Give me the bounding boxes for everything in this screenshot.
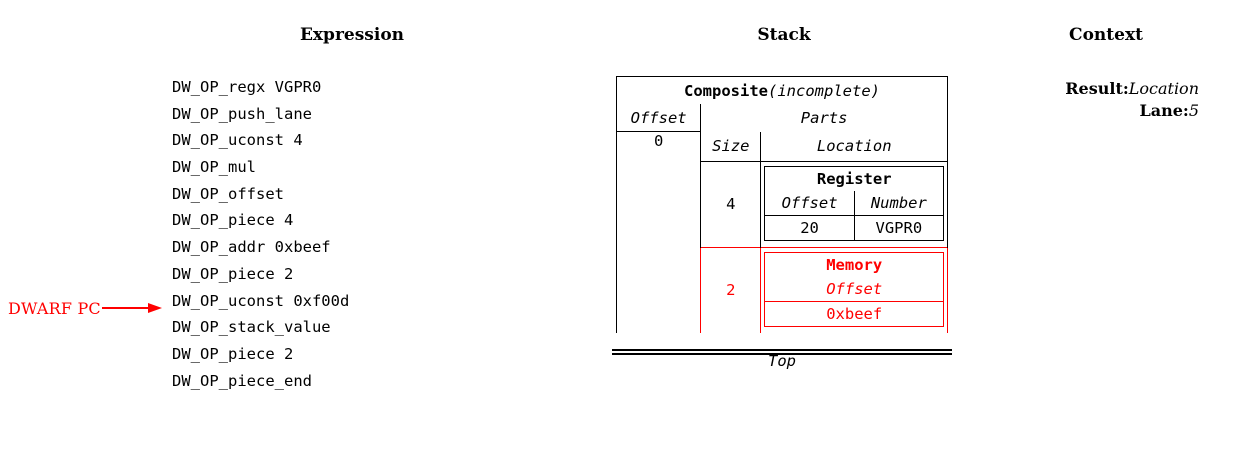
part-location-cell: Register Offset Number 20 VGPR0 <box>760 161 948 247</box>
part-size-value: 2 <box>726 281 736 299</box>
column-header-location: Location <box>760 131 948 162</box>
memory-title: Memory <box>826 255 883 274</box>
register-value-number: VGPR0 <box>875 219 923 237</box>
expression-line: DW_OP_piece_end <box>172 371 312 390</box>
stack-top-label: Top <box>768 352 796 370</box>
part-location-cell: Memory Offset 0xbeef <box>760 246 948 333</box>
stack-table: Composite(incomplete) Offset Parts 0 Siz… <box>615 76 948 333</box>
register-value-offset: 20 <box>765 215 855 240</box>
part-size-cell: 2 <box>700 246 761 333</box>
arrow-right-icon <box>101 302 164 314</box>
memory-value-offset: 0xbeef <box>826 304 883 323</box>
expression-line: DW_OP_addr 0xbeef <box>172 238 331 257</box>
memory-box: Memory Offset 0xbeef <box>764 251 944 327</box>
context-key: Lane: <box>1139 101 1189 120</box>
context-value: 5 <box>1188 101 1199 120</box>
expression-line: DW_OP_uconst 4 <box>172 131 303 150</box>
expression-line: DW_OP_uconst 0xf00d <box>172 291 350 310</box>
context-key: Result: <box>1065 79 1129 98</box>
context-row-result: Result:Location <box>966 78 1199 100</box>
register-box: Register Offset Number 20 VGPR0 <box>764 166 944 241</box>
expression-line: DW_OP_piece 2 <box>172 264 294 283</box>
expression-line: DW_OP_offset <box>172 184 284 203</box>
expression-line: DW_OP_regx VGPR0 <box>172 78 322 96</box>
page-title-stack: Stack <box>757 25 811 45</box>
register-title: Register <box>816 170 892 188</box>
expression-line: DW_OP_piece 2 <box>172 344 294 363</box>
dwarf-pc-marker: DWARF PC <box>8 297 164 319</box>
stack-bottom-rule <box>612 349 952 355</box>
register-field-number: Number <box>854 191 943 216</box>
register-field-offset: Offset <box>765 191 855 216</box>
stack-title-suffix: (incomplete) <box>768 81 880 100</box>
part-size-cell: 4 <box>700 161 761 247</box>
column-header-size: Size <box>700 131 761 162</box>
stack-title: Composite <box>684 81 768 100</box>
expression-line: DW_OP_push_lane <box>172 104 312 123</box>
column-header-offset: Offset <box>615 104 701 132</box>
column-header-parts: Parts <box>700 104 948 132</box>
context-value: Location <box>1128 79 1199 98</box>
offset-value-cell: 0 <box>615 131 701 333</box>
expression-line: DW_OP_piece 4 <box>172 211 294 230</box>
dwarf-pc-label: DWARF PC <box>8 298 101 318</box>
memory-field-offset: Offset <box>765 276 943 302</box>
expression-line: DW_OP_mul <box>172 158 256 177</box>
expression-list: DW_OP_regx VGPR0 DW_OP_push_lane DW_OP_u… <box>172 74 432 394</box>
part-size-value: 4 <box>726 195 736 213</box>
context-row-lane: Lane:5 <box>966 100 1199 122</box>
page-title-expression: Expression <box>299 25 405 45</box>
expression-line: DW_OP_stack_value <box>172 318 331 337</box>
offset-value: 0 <box>653 132 664 150</box>
stack-title-cell: Composite(incomplete) <box>616 76 948 104</box>
page-title-context: Context <box>1069 25 1143 45</box>
context-block: Result:Location Lane:5 <box>966 78 1199 122</box>
